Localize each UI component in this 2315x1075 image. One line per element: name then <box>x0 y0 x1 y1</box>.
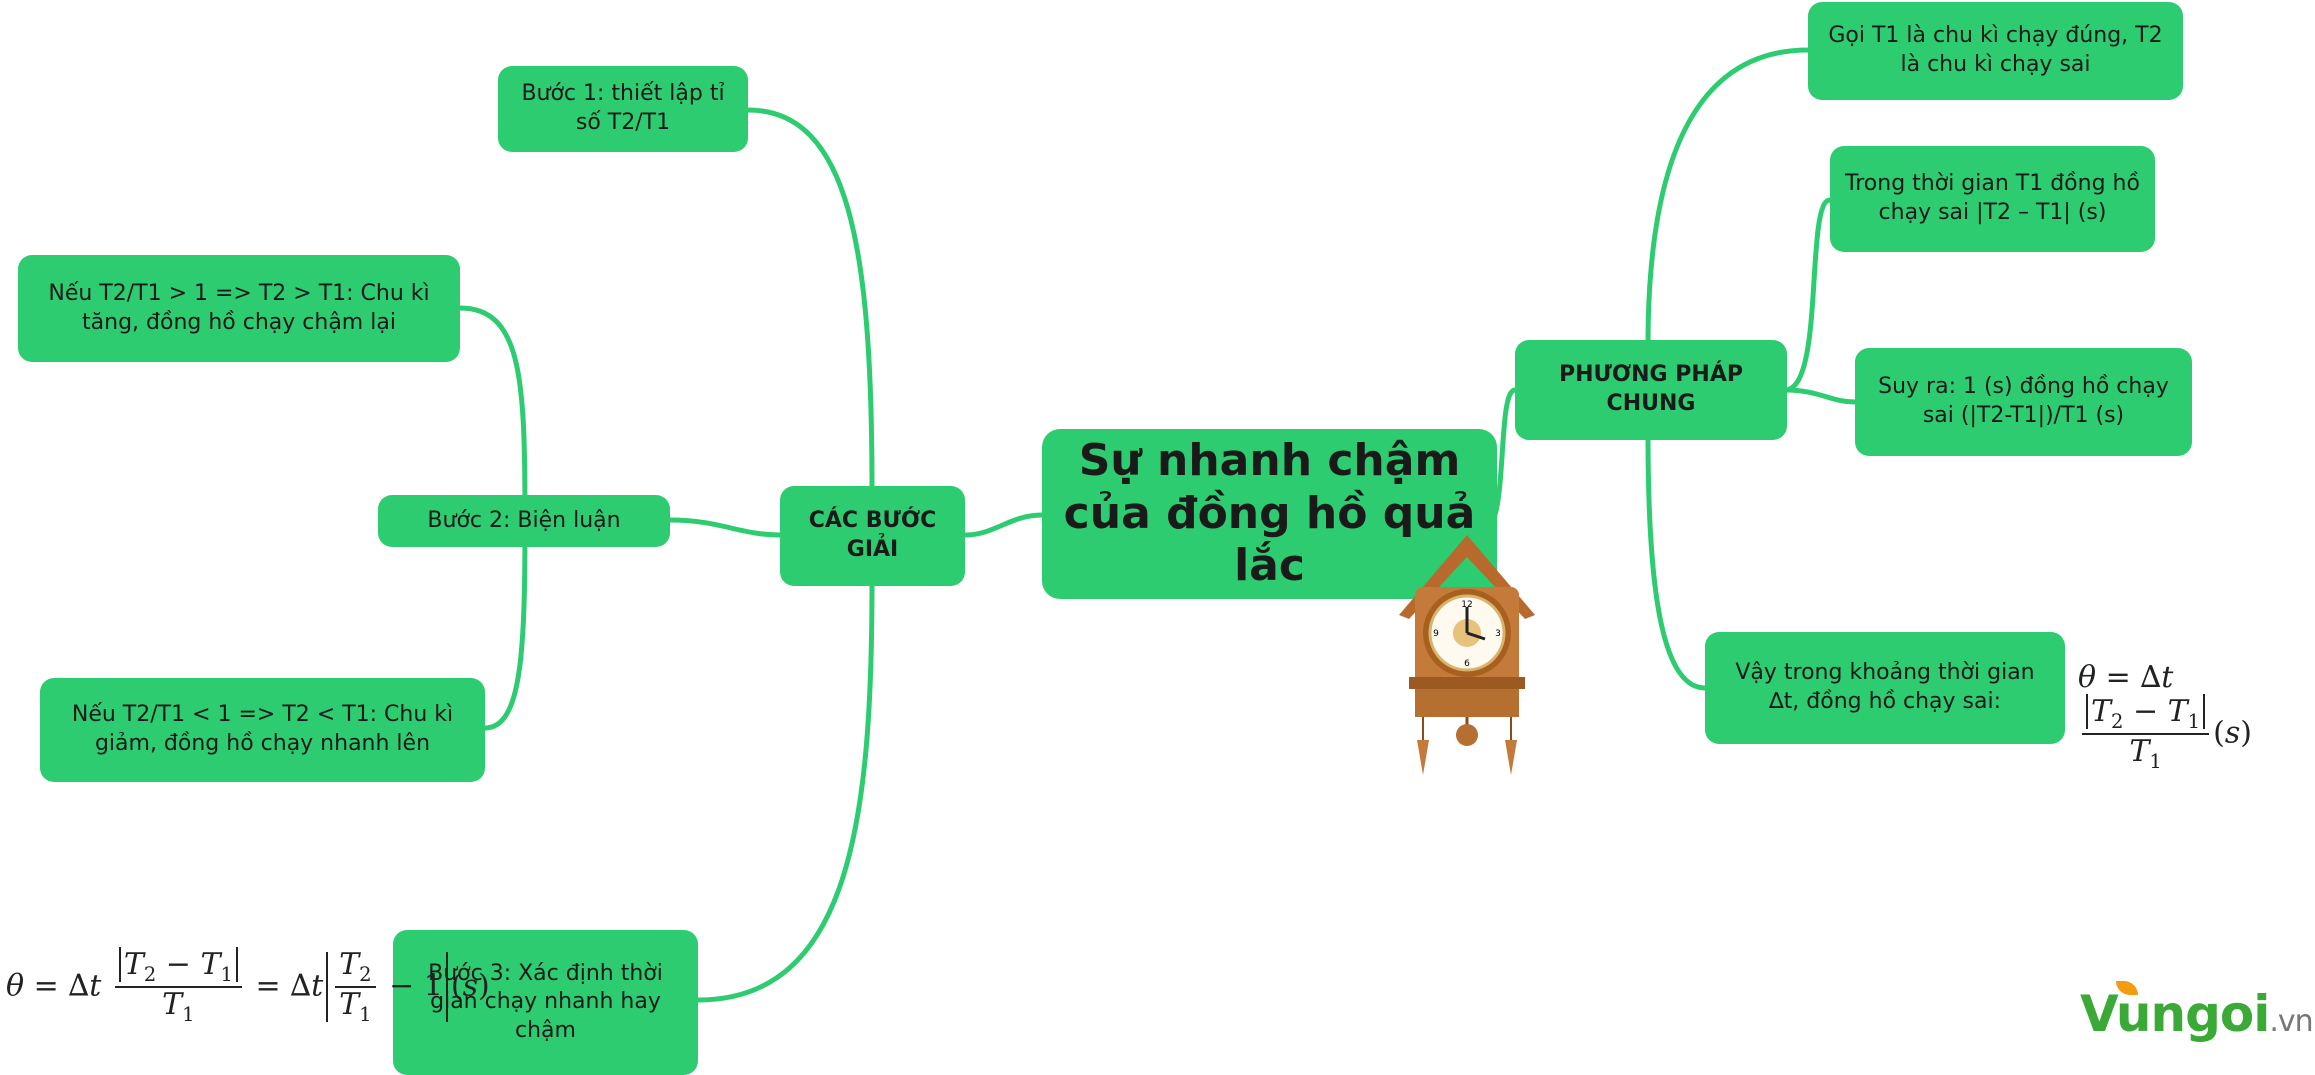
logo-leaf-icon <box>2116 981 2138 995</box>
leaf-trong-thoi-gian[interactable]: Trong thời gian T1 đồng hồ chạy sai |T2 … <box>1830 146 2155 252</box>
link-step3 <box>695 579 875 1003</box>
central-topic[interactable]: Sự nhanh chậm của đồng hồ quả lắc <box>1042 429 1497 599</box>
leaf-buoc-1-text: Bước 1: thiết lập tỉ số T2/T1 <box>521 81 725 135</box>
cuckoo-clock-icon: 12 3 6 9 <box>1399 535 1535 775</box>
leaf-case-less-text: Nếu T2/T1 < 1 => T2 < T1: Chu kì giảm, đ… <box>71 702 454 756</box>
logo-suffix-text: .vn <box>2269 1004 2313 1039</box>
link-item4 <box>1645 432 1708 691</box>
leaf-goi-t1-text: Gọi T1 là chu kì chạy đúng, T2 là chu kì… <box>1828 23 2163 77</box>
leaf-suy-ra[interactable]: Suy ra: 1 (s) đồng hồ chạy sai (|T2-T1|)… <box>1855 348 2192 456</box>
leaf-buoc-2-text: Bước 2: Biện luận <box>427 507 621 533</box>
leaf-buoc-1[interactable]: Bước 1: thiết lập tỉ số T2/T1 <box>498 66 748 152</box>
leaf-case-greater[interactable]: Nếu T2/T1 > 1 => T2 > T1: Chu kì tăng, đ… <box>18 255 460 362</box>
link-step1 <box>745 107 875 493</box>
leaf-goi-t1[interactable]: Gọi T1 là chu kì chạy đúng, T2 là chu kì… <box>1808 2 2183 100</box>
central-topic-text: Sự nhanh chậm của đồng hồ quả lắc <box>1063 434 1476 592</box>
leaf-vay-trong-khoang[interactable]: Vậy trong khoảng thời gian ∆t, đồng hồ c… <box>1705 632 2065 744</box>
leaf-case-greater-text: Nếu T2/T1 > 1 => T2 > T1: Chu kì tăng, đ… <box>48 280 430 335</box>
link-center-right <box>1492 387 1518 518</box>
branch-phuong-phap-chung[interactable]: PHƯƠNG PHÁP CHUNG <box>1515 340 1787 440</box>
link-center-left <box>962 512 1045 538</box>
branch-cac-buoc-giai-text: CÁC BƯỚC GIẢI <box>808 508 937 562</box>
leaf-trong-thoi-gian-text: Trong thời gian T1 đồng hồ chạy sai |T2 … <box>1845 171 2140 225</box>
leaf-suy-ra-text: Suy ra: 1 (s) đồng hồ chạy sai (|T2-T1|)… <box>1878 374 2169 428</box>
link-case-less <box>482 517 528 731</box>
leaf-buoc-3[interactable]: Bước 3: Xác định thời gian chạy nhanh ha… <box>393 930 698 1075</box>
leaf-vay-trong-khoang-text: Vậy trong khoảng thời gian ∆t, đồng hồ c… <box>1735 660 2035 714</box>
branch-phuong-phap-chung-text: PHƯƠNG PHÁP CHUNG <box>1559 362 1743 416</box>
svg-text:6: 6 <box>1464 659 1470 669</box>
link-item2 <box>1782 197 1833 393</box>
logo-main-text: Vungoi <box>2080 985 2270 1043</box>
link-item3 <box>1782 387 1858 405</box>
branch-cac-buoc-giai[interactable]: CÁC BƯỚC GIẢI <box>780 486 965 586</box>
leaf-case-less[interactable]: Nếu T2/T1 < 1 => T2 < T1: Chu kì giảm, đ… <box>40 678 485 782</box>
svg-text:9: 9 <box>1433 629 1439 639</box>
link-item1 <box>1645 47 1811 348</box>
svg-text:3: 3 <box>1495 629 1501 639</box>
vungoi-logo: Vungoi.vn <box>2080 981 2314 1043</box>
link-case-greater <box>457 305 528 523</box>
leaf-buoc-2[interactable]: Bước 2: Biện luận <box>378 495 670 547</box>
leaf-buoc-3-text: Bước 3: Xác định thời gian chạy nhanh ha… <box>428 960 663 1043</box>
link-step2 <box>667 517 783 538</box>
svg-text:12: 12 <box>1461 600 1472 610</box>
